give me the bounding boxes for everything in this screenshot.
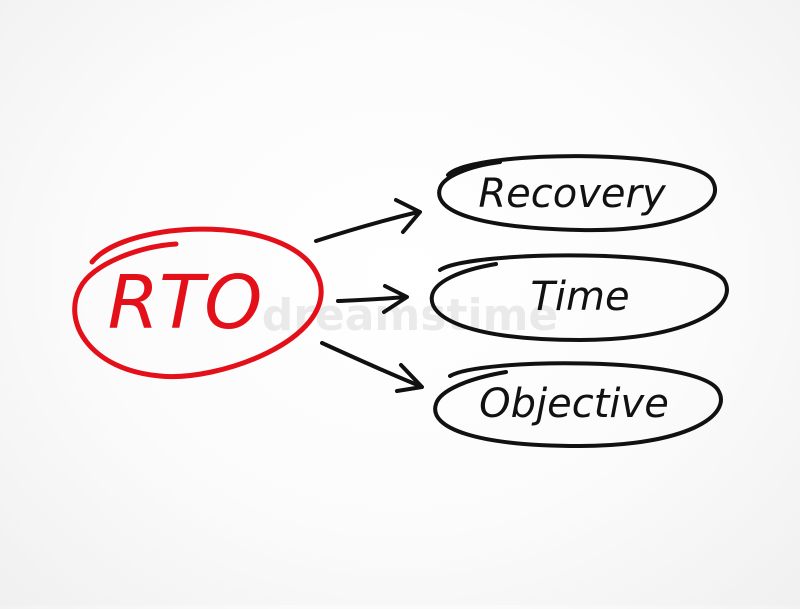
- arrow-to-objective: [320, 341, 424, 393]
- term-ellipse-recovery: [437, 154, 717, 233]
- arrow-to-time: [336, 284, 409, 314]
- acronym-ellipse: [72, 226, 324, 380]
- arrow-to-recovery: [314, 198, 422, 243]
- term-label-objective: Objective: [479, 381, 669, 427]
- term-ellipse-time: [429, 253, 729, 342]
- term-label-time: Time: [530, 274, 629, 320]
- term-label-recovery: Recovery: [478, 171, 667, 217]
- term-ellipse-objective: [433, 361, 723, 448]
- acronym-label: RTO: [108, 260, 263, 346]
- watermark-text: dreamstime: [262, 290, 559, 341]
